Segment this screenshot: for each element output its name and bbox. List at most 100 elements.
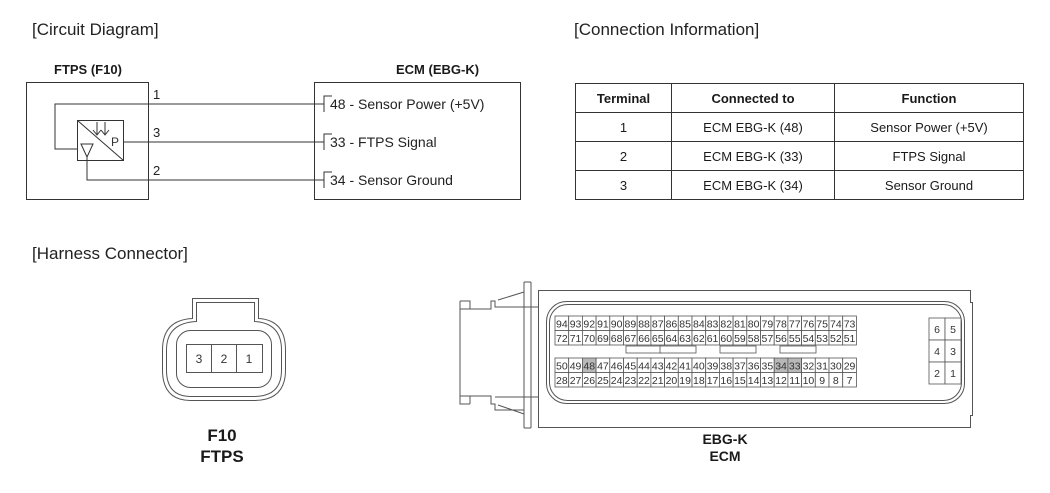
ecm-pin-81: 81 bbox=[734, 318, 746, 330]
ecm-label: ECM (EBG-K) bbox=[396, 62, 480, 77]
sensor-box bbox=[26, 82, 149, 200]
ecm-key-slot bbox=[659, 345, 697, 354]
ecm-power-pin-2: 2 bbox=[934, 368, 940, 380]
ecm-pin-74: 74 bbox=[830, 318, 842, 330]
ecm-pin-26: 26 bbox=[583, 375, 595, 387]
ecm-pin-23: 23 bbox=[625, 375, 637, 387]
cell-terminal: 2 bbox=[575, 141, 672, 171]
ecm-pin-31: 31 bbox=[816, 360, 828, 372]
ecm-pin-34: 34 bbox=[775, 360, 787, 372]
ecm-pin-11: 11 bbox=[789, 375, 800, 387]
ecm-pin-39: 39 bbox=[707, 360, 719, 372]
ecm-pin-79: 79 bbox=[762, 318, 774, 330]
ecm-power-pin-5: 5 bbox=[950, 324, 956, 336]
ecm-pin-32: 32 bbox=[803, 360, 815, 372]
cell-connected-to: ECM EBG-K (34) bbox=[671, 170, 835, 200]
ecm-pin-35: 35 bbox=[762, 360, 774, 372]
ecm-pin-22: 22 bbox=[638, 375, 650, 387]
ecm-pin-14: 14 bbox=[748, 375, 760, 387]
ecm-pin-36: 36 bbox=[748, 360, 760, 372]
ecm-pin-84: 84 bbox=[693, 318, 705, 330]
table-row: 1 ECM EBG-K (48) Sensor Power (+5V) bbox=[575, 112, 1024, 142]
circuit-diagram-title: [Circuit Diagram] bbox=[32, 20, 159, 39]
ecm-pin-72: 72 bbox=[556, 333, 568, 345]
ecm-pin-51: 51 bbox=[844, 333, 856, 345]
ecm-pin-52: 52 bbox=[830, 333, 842, 345]
ecm-pin-90: 90 bbox=[611, 318, 623, 330]
ecm-connector-body bbox=[538, 290, 973, 428]
f10-pin-2: 2 bbox=[221, 352, 228, 366]
harness-connector-title: [Harness Connector] bbox=[32, 244, 188, 263]
f10-pin-1: 1 bbox=[246, 352, 253, 366]
ecm-pin-75: 75 bbox=[816, 318, 828, 330]
ecm-connector-latch bbox=[459, 281, 538, 429]
circuit-wiring: P 1 3 2 48 - Sensor Power (+5V) 33 - FTP… bbox=[26, 82, 521, 200]
ecm-pin-41: 41 bbox=[679, 360, 691, 372]
table-row: 2 ECM EBG-K (33) FTPS Signal bbox=[575, 141, 1024, 171]
wire-terminal-2 bbox=[86, 157, 324, 181]
ecm-pin-34-label: 34 - Sensor Ground bbox=[330, 172, 453, 188]
ecm-pin-48: 48 bbox=[583, 360, 595, 372]
ecm-pin-83: 83 bbox=[707, 318, 719, 330]
sensor-symbol-letter: P bbox=[111, 135, 119, 149]
ecm-pin-24: 24 bbox=[611, 375, 623, 387]
ecm-pin-50: 50 bbox=[556, 360, 568, 372]
pin-bracket-48 bbox=[323, 95, 332, 112]
ecm-power-pin-6: 6 bbox=[934, 324, 940, 336]
ecm-pin-42: 42 bbox=[666, 360, 678, 372]
cell-terminal: 3 bbox=[575, 170, 672, 200]
ecm-pin-27: 27 bbox=[570, 375, 582, 387]
ecm-pin-43: 43 bbox=[652, 360, 664, 372]
cell-connected-to: ECM EBG-K (48) bbox=[671, 112, 835, 142]
ecm-pin-33: 33 bbox=[789, 360, 801, 372]
ecm-pin-92: 92 bbox=[583, 318, 595, 330]
ecm-pin-56: 56 bbox=[775, 333, 787, 345]
cell-function: FTPS Signal bbox=[834, 141, 1024, 171]
ecm-pin-65: 65 bbox=[652, 333, 664, 345]
ecm-pin-91: 91 bbox=[597, 318, 609, 330]
f10-connector-outer-shell bbox=[162, 298, 286, 401]
ecm-pin-76: 76 bbox=[803, 318, 815, 330]
ecm-pin-62: 62 bbox=[693, 333, 705, 345]
header-connected-to: Connected to bbox=[671, 83, 835, 113]
ecm-pin-16: 16 bbox=[720, 375, 732, 387]
ecm-pin-38: 38 bbox=[720, 360, 732, 372]
ecm-pin-48-label: 48 - Sensor Power (+5V) bbox=[330, 96, 484, 112]
ecm-pin-69: 69 bbox=[597, 333, 609, 345]
ecm-pin-7-cell bbox=[842, 372, 857, 388]
ecm-pin-60: 60 bbox=[720, 333, 732, 345]
table-header-row: Terminal Connected to Function bbox=[575, 83, 1024, 113]
ecm-pin-78: 78 bbox=[775, 318, 787, 330]
ecm-pin-68: 68 bbox=[611, 333, 623, 345]
ecm-power-pin-1: 1 bbox=[950, 368, 956, 380]
ecm-caption-name: ECM bbox=[709, 448, 741, 464]
ecm-pin-15: 15 bbox=[734, 375, 746, 387]
ecm-pin-85: 85 bbox=[679, 318, 691, 330]
ecm-pin-67: 67 bbox=[625, 333, 637, 345]
header-function: Function bbox=[834, 83, 1024, 113]
ecm-pin-70: 70 bbox=[583, 333, 595, 345]
ecm-pin-61: 61 bbox=[707, 333, 719, 345]
ecm-power-pin-4: 4 bbox=[934, 346, 940, 358]
f10-caption-name: FTPS bbox=[200, 447, 244, 466]
sensor-terminal-3: 3 bbox=[153, 125, 160, 140]
ecm-key-slot bbox=[719, 345, 757, 354]
ecm-pin-33-label: 33 - FTPS Signal bbox=[330, 134, 437, 150]
ecm-pin-30: 30 bbox=[830, 360, 842, 372]
ecm-pin-73: 73 bbox=[844, 318, 856, 330]
cell-function: Sensor Power (+5V) bbox=[834, 112, 1024, 142]
ecm-pin-28: 28 bbox=[556, 375, 568, 387]
ecm-pin-7: 7 bbox=[847, 375, 853, 387]
ecm-pin-44: 44 bbox=[638, 360, 650, 372]
ecm-pin-87: 87 bbox=[652, 318, 664, 330]
pressure-sensor-icon bbox=[77, 120, 124, 161]
ecm-pin-57: 57 bbox=[762, 333, 774, 345]
ecm-pin-29: 29 bbox=[844, 360, 856, 372]
ecm-key-slot bbox=[625, 345, 663, 354]
ecm-pin-40: 40 bbox=[693, 360, 705, 372]
ecm-pin-59: 59 bbox=[734, 333, 746, 345]
ecm-pin-45: 45 bbox=[625, 360, 637, 372]
ecm-pin-66: 66 bbox=[638, 333, 650, 345]
ecm-pin-8: 8 bbox=[833, 375, 839, 387]
